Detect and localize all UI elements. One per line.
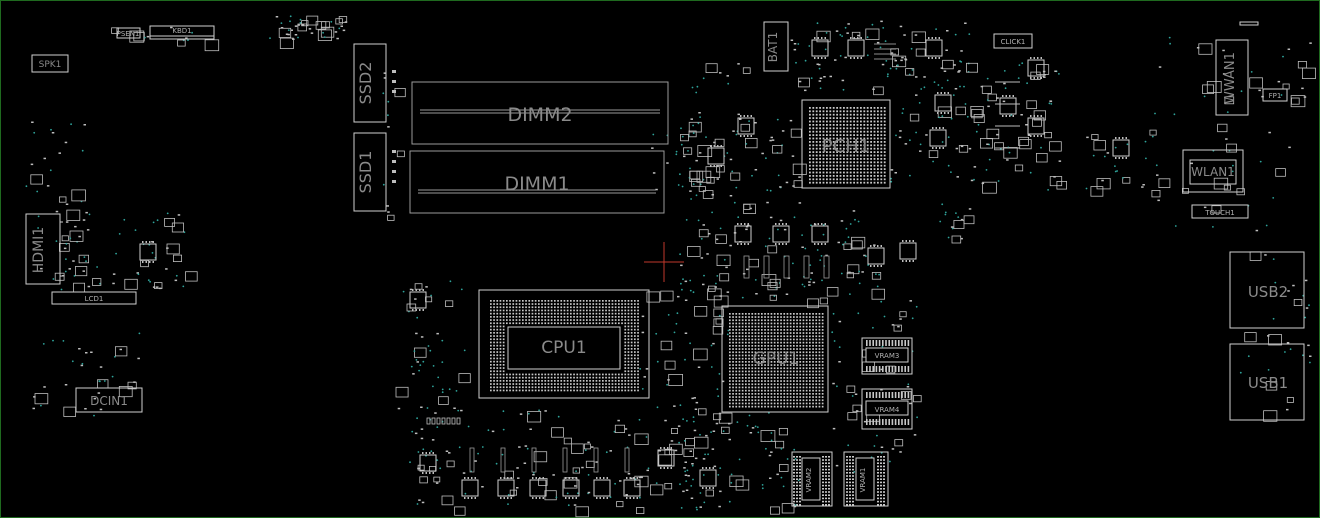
vram3-label: VRAM3 — [875, 352, 900, 360]
hdmi1-connector[interactable]: HDMI1 — [25, 213, 63, 285]
bat1-connector[interactable]: BAT1 — [763, 21, 789, 72]
vram2-pads — [793, 456, 801, 506]
cpu1-chip[interactable]: CPU1 — [478, 289, 650, 399]
vram2-pads-right — [822, 456, 830, 506]
vram3-vram4-pads — [866, 340, 910, 425]
wlan1-label: WLAN1 — [1191, 165, 1235, 179]
ic-package — [593, 477, 611, 499]
fp1-connector[interactable]: FP1 — [1262, 88, 1288, 102]
psen1-connector[interactable]: PSEN1 — [116, 27, 141, 39]
wlan1-module[interactable]: WLAN1 — [1182, 149, 1244, 193]
ic-package — [461, 477, 479, 499]
cpu1-ball-grid — [490, 300, 639, 392]
ic-package — [734, 223, 752, 245]
ic-package — [707, 145, 725, 167]
lcd1-label: LCD1 — [85, 295, 104, 303]
hdmi1-label: HDMI1 — [31, 227, 47, 273]
touch1-label: TOUCH1 — [1204, 209, 1235, 217]
vram4-chip[interactable]: VRAM4 — [861, 388, 913, 430]
cpu1-label: CPU1 — [541, 338, 586, 358]
click1-label: CLICK1 — [1001, 38, 1026, 46]
vram1-pads — [846, 456, 854, 506]
ic-package — [139, 241, 157, 263]
gpu1-chip[interactable]: GPU1 — [721, 305, 829, 413]
wwan1-label: WWAN1 — [1223, 52, 1238, 104]
vram2-chip[interactable]: VRAM2 — [791, 451, 833, 507]
ic-package — [1112, 137, 1130, 159]
ic-package — [811, 223, 829, 245]
click1-connector[interactable]: CLICK1 — [993, 33, 1033, 49]
ic-package — [1027, 115, 1045, 137]
psen1-label: PSEN1 — [117, 30, 140, 38]
vram2-label: VRAM2 — [805, 468, 813, 493]
ic-package — [934, 92, 952, 114]
ic-package — [867, 245, 885, 267]
usb1-connector[interactable]: USB1 — [1229, 343, 1305, 421]
ic-package — [899, 240, 917, 262]
kbd1-label: KBD1 — [172, 27, 191, 35]
ic-package — [623, 477, 641, 499]
ic-package — [929, 127, 947, 149]
usb1-label: USB1 — [1248, 374, 1288, 392]
ssd2-label: SSD2 — [356, 62, 375, 105]
vram3-chip[interactable]: VRAM3 — [861, 337, 913, 375]
dcin1-connector[interactable]: DCIN1 — [75, 387, 143, 413]
vram1-label: VRAM1 — [859, 468, 867, 493]
ic-package — [999, 95, 1017, 117]
ic-package — [772, 223, 790, 245]
lcd1-connector[interactable]: LCD1 — [51, 291, 137, 305]
ic-package — [699, 467, 717, 489]
wwan1-slot[interactable]: WWAN1 — [1215, 21, 1259, 116]
dimm1-label: DIMM1 — [504, 173, 569, 195]
pch1-label: PCH1 — [822, 136, 870, 157]
ic-package — [1027, 57, 1045, 79]
gpu1-ball-grid — [729, 313, 824, 408]
crosshair-icon — [644, 242, 684, 282]
pch1-ball-grid — [809, 107, 886, 184]
ic-package — [562, 477, 580, 499]
ic-package — [737, 115, 755, 137]
touch1-connector[interactable]: TOUCH1 — [1191, 204, 1249, 219]
small-components-layer — [25, 15, 1316, 518]
kbd1-connector[interactable]: KBD1 — [149, 25, 215, 40]
ic-package — [497, 477, 515, 499]
dimm2-slot[interactable]: DIMM2 — [411, 81, 669, 145]
vram1-chip[interactable]: VRAM1 — [843, 451, 889, 507]
pch1-chip[interactable]: PCH1 — [801, 99, 891, 189]
spk1-connector[interactable]: SPK1 — [31, 54, 69, 73]
ssd1-label: SSD1 — [356, 151, 375, 194]
vram4-label: VRAM4 — [875, 406, 900, 414]
dcin1-label: DCIN1 — [90, 394, 128, 408]
vram1-pads-right — [877, 456, 885, 506]
ic-package — [409, 289, 427, 311]
usb2-connector[interactable]: USB2 — [1229, 251, 1305, 329]
ssd2-slot[interactable]: SSD2 — [353, 43, 387, 123]
ssd1-slot[interactable]: SSD1 — [353, 132, 387, 212]
fp1-label: FP1 — [1269, 92, 1282, 100]
dimm2-label: DIMM2 — [507, 104, 572, 126]
bat1-label: BAT1 — [766, 32, 780, 62]
usb2-label: USB2 — [1248, 283, 1288, 301]
ic-package — [657, 447, 675, 469]
gpu1-label: GPU1 — [753, 349, 800, 369]
ic-package — [529, 477, 547, 499]
ic-package — [419, 452, 437, 474]
dimm1-slot[interactable]: DIMM1 — [409, 150, 665, 214]
ic-package — [811, 37, 829, 59]
spk1-label: SPK1 — [39, 60, 62, 70]
ic-package — [925, 37, 943, 59]
ic-package — [847, 37, 865, 59]
